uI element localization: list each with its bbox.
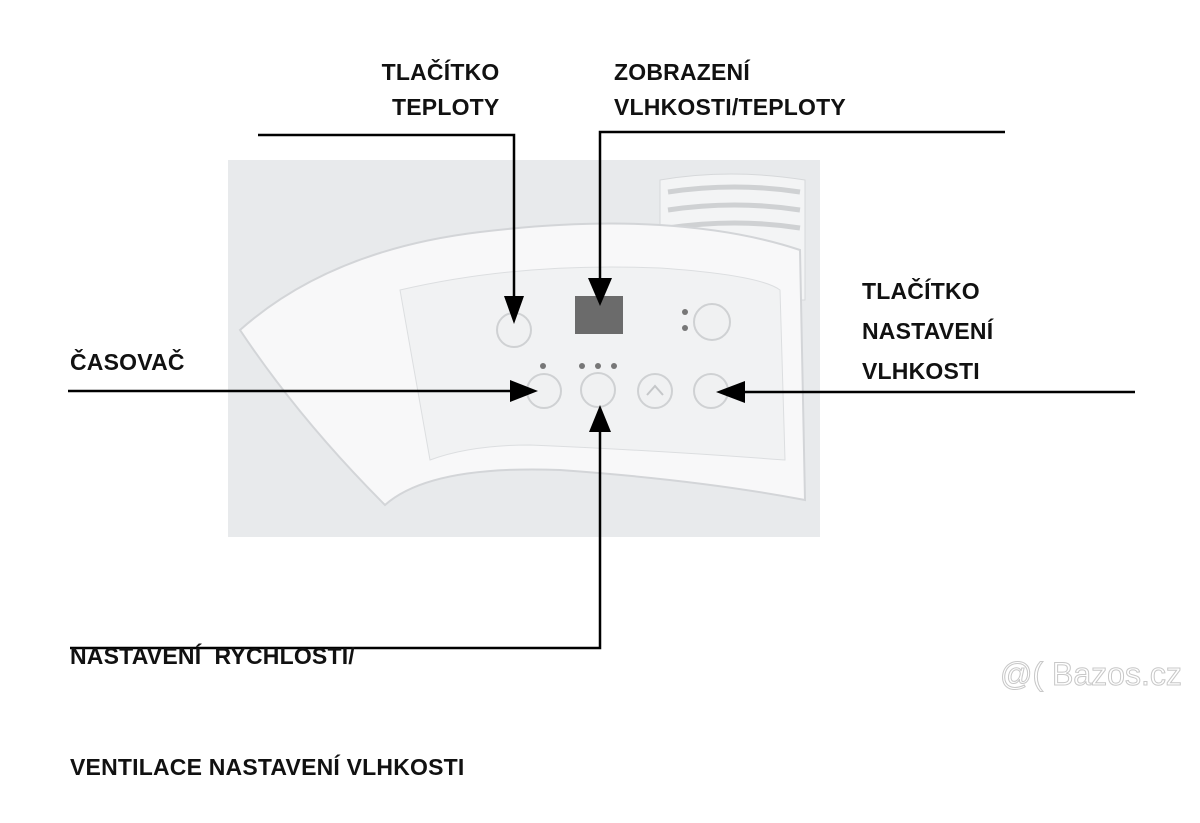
label-line: NASTAVENÍ [862,318,994,344]
label-line: VLHKOSTI/TEPLOTY [614,94,846,120]
label-temperature-button: TLAČÍTKO TEPLOTY [374,55,500,125]
label-speed: NASTAVENÍ RYCHLOSTI/ VENTILACE NASTAVENÍ… [70,564,465,823]
arrow-icon [510,380,538,402]
label-line: NASTAVENÍ RYCHLOSTI/ [70,643,355,669]
label-line: ČASOVAČ [70,349,185,375]
control-panel-illustration [68,130,1135,650]
label-display: ZOBRAZENÍ VLHKOSTI/TEPLOTY [614,55,846,125]
label-line: VENTILACE NASTAVENÍ VLHKOSTI [70,754,465,780]
label-humidity-button: TLAČÍTKO NASTAVENÍ VLHKOSTI [862,271,993,391]
watermark: @( Bazos.cz [1000,656,1183,693]
label-line: TLAČÍTKO [381,59,500,85]
label-line: TLAČÍTKO [862,278,980,304]
arrow-icon [504,296,524,324]
arrow-icon [589,405,611,432]
arrow-heads [504,278,745,432]
label-timer: ČASOVAČ [70,345,185,380]
label-line: VLHKOSTI [862,358,980,384]
label-line: ZOBRAZENÍ [614,59,750,85]
arrow-icon [588,278,612,306]
speed-button [580,372,616,408]
label-line: TEPLOTY [392,94,500,120]
callout-lines [68,130,1135,650]
power-button [693,303,731,341]
humidity-up-button [637,373,673,409]
arrow-icon [716,381,745,403]
